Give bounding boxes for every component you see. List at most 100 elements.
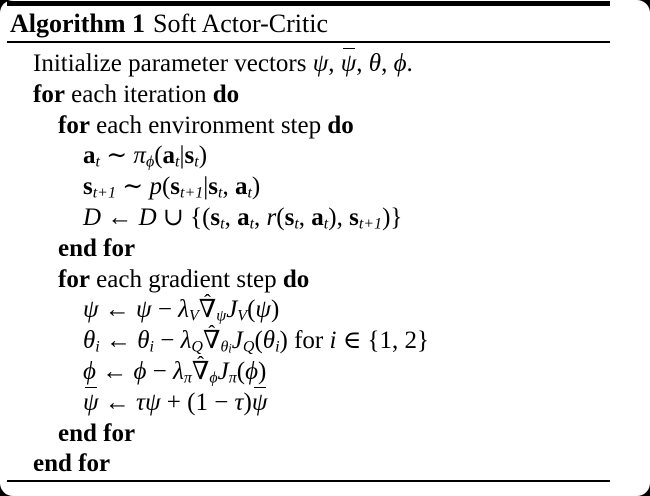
math-segment: τ — [136, 388, 145, 416]
math-segment: ← — [99, 327, 138, 355]
pseudocode-line: at ∼ πϕ(at|st) — [0, 141, 650, 172]
math-segment: do — [327, 111, 354, 139]
math-segment: π — [228, 369, 237, 387]
math-segment: | — [179, 142, 185, 170]
math-segment: θ — [262, 327, 276, 355]
math-segment: each iteration — [64, 80, 213, 108]
math-segment: . — [406, 50, 413, 77]
math-segment: ψ — [136, 296, 152, 324]
math-segment: , — [298, 203, 312, 231]
math-segment: , — [254, 203, 267, 231]
math-segment: ) — [243, 388, 252, 416]
math-segment: ϕ — [245, 357, 259, 385]
math-segment: J — [226, 296, 238, 324]
math-segment: ∼ — [115, 173, 150, 201]
math-segment: Initialize parameter vectors — [33, 50, 313, 77]
math-segment: ∈ {1, 2} — [336, 327, 429, 355]
math-segment: i — [149, 338, 154, 356]
math-segment: , — [222, 173, 235, 201]
math-segment: each environment step — [89, 111, 328, 139]
pseudocode-line: for each gradient step do — [0, 265, 650, 296]
math-segment: do — [212, 80, 240, 108]
math-segment: ϕ — [145, 153, 155, 171]
math-segment: J — [231, 327, 243, 355]
math-segment: t — [247, 184, 252, 202]
math-segment: s — [284, 203, 295, 231]
mid-rule — [7, 41, 610, 43]
math-segment: i — [275, 338, 280, 356]
math-segment: for — [287, 327, 330, 355]
math-segment: ) — [251, 173, 261, 201]
math-segment: − — [146, 357, 174, 385]
math-segment: t — [175, 153, 180, 171]
math-segment: ) — [279, 327, 288, 355]
math-segment: θ — [83, 327, 96, 355]
bar-accent — [85, 386, 97, 388]
math-segment: ϕ — [83, 357, 96, 385]
math-segment: s — [208, 173, 218, 201]
bar-accented-symbol: ψ — [83, 386, 99, 419]
hat-accented-symbol: ˆ∇ — [202, 323, 221, 357]
math-segment: t — [95, 153, 100, 171]
math-segment: a — [311, 203, 324, 231]
math-segment: a — [234, 173, 248, 201]
math-segment: end for — [58, 419, 136, 447]
math-segment: t — [194, 153, 199, 171]
math-segment: V — [189, 307, 199, 325]
math-segment: ψ — [340, 50, 357, 77]
math-segment: τ — [234, 388, 244, 416]
math-segment: , — [224, 203, 238, 231]
math-segment: ← — [95, 357, 134, 385]
math-segment: ( — [236, 357, 246, 385]
math-segment: θ — [368, 50, 382, 77]
math-segment: ( — [154, 142, 163, 170]
math-segment: , — [356, 50, 369, 77]
math-segment: t+1 — [358, 215, 383, 233]
math-segment: t — [323, 215, 329, 233]
math-segment: )} — [382, 203, 403, 231]
math-segment: ← — [101, 203, 139, 231]
math-segment: ψ — [251, 388, 268, 416]
math-segment: for — [33, 80, 65, 108]
pseudocode-line: end for — [0, 449, 650, 480]
bar-accented-symbol: ψ — [340, 48, 357, 80]
math-segment: ( — [276, 203, 285, 231]
math-segment: ← — [98, 388, 137, 416]
math-segment: ϕ — [209, 369, 218, 387]
pseudocode-line: end for — [0, 419, 650, 450]
math-segment: s — [83, 173, 93, 201]
math-segment: D — [83, 203, 102, 231]
math-segment: ψ — [216, 307, 227, 325]
algorithm-title: Soft Actor-Critic — [153, 9, 329, 38]
math-segment: ∇ — [202, 327, 221, 355]
math-segment: ), — [328, 203, 350, 231]
math-segment: end for — [33, 450, 111, 478]
math-segment: do — [282, 265, 310, 293]
pseudocode-line: Initialize parameter vectors ψ, ψ, θ, ϕ. — [0, 48, 650, 80]
math-segment: ψ — [83, 388, 99, 416]
math-segment: for — [58, 111, 90, 139]
math-segment: θ — [137, 327, 150, 355]
math-segment: ∪ {( — [156, 203, 211, 231]
math-segment: t — [249, 215, 255, 233]
math-segment: i — [95, 338, 100, 356]
bar-accent — [342, 48, 355, 49]
pseudocode-line: for each environment step do — [0, 111, 650, 142]
math-segment: t+1 — [92, 184, 116, 202]
math-segment: + (1 − — [160, 388, 235, 416]
bottom-rule — [7, 480, 610, 482]
math-segment: end for — [58, 234, 136, 262]
math-segment: ∼ — [99, 142, 134, 170]
math-segment: ← — [98, 296, 137, 324]
math-segment: , — [381, 50, 394, 77]
math-segment: i — [228, 341, 232, 356]
pseudocode-line: ψ ← τψ + (1 − τ)ψ — [0, 386, 650, 419]
math-segment: ψ — [83, 296, 99, 324]
math-segment: Q — [242, 338, 255, 356]
math-segment: ( — [254, 327, 263, 355]
math-segment: t — [220, 215, 225, 233]
math-segment: ψ — [144, 388, 161, 416]
